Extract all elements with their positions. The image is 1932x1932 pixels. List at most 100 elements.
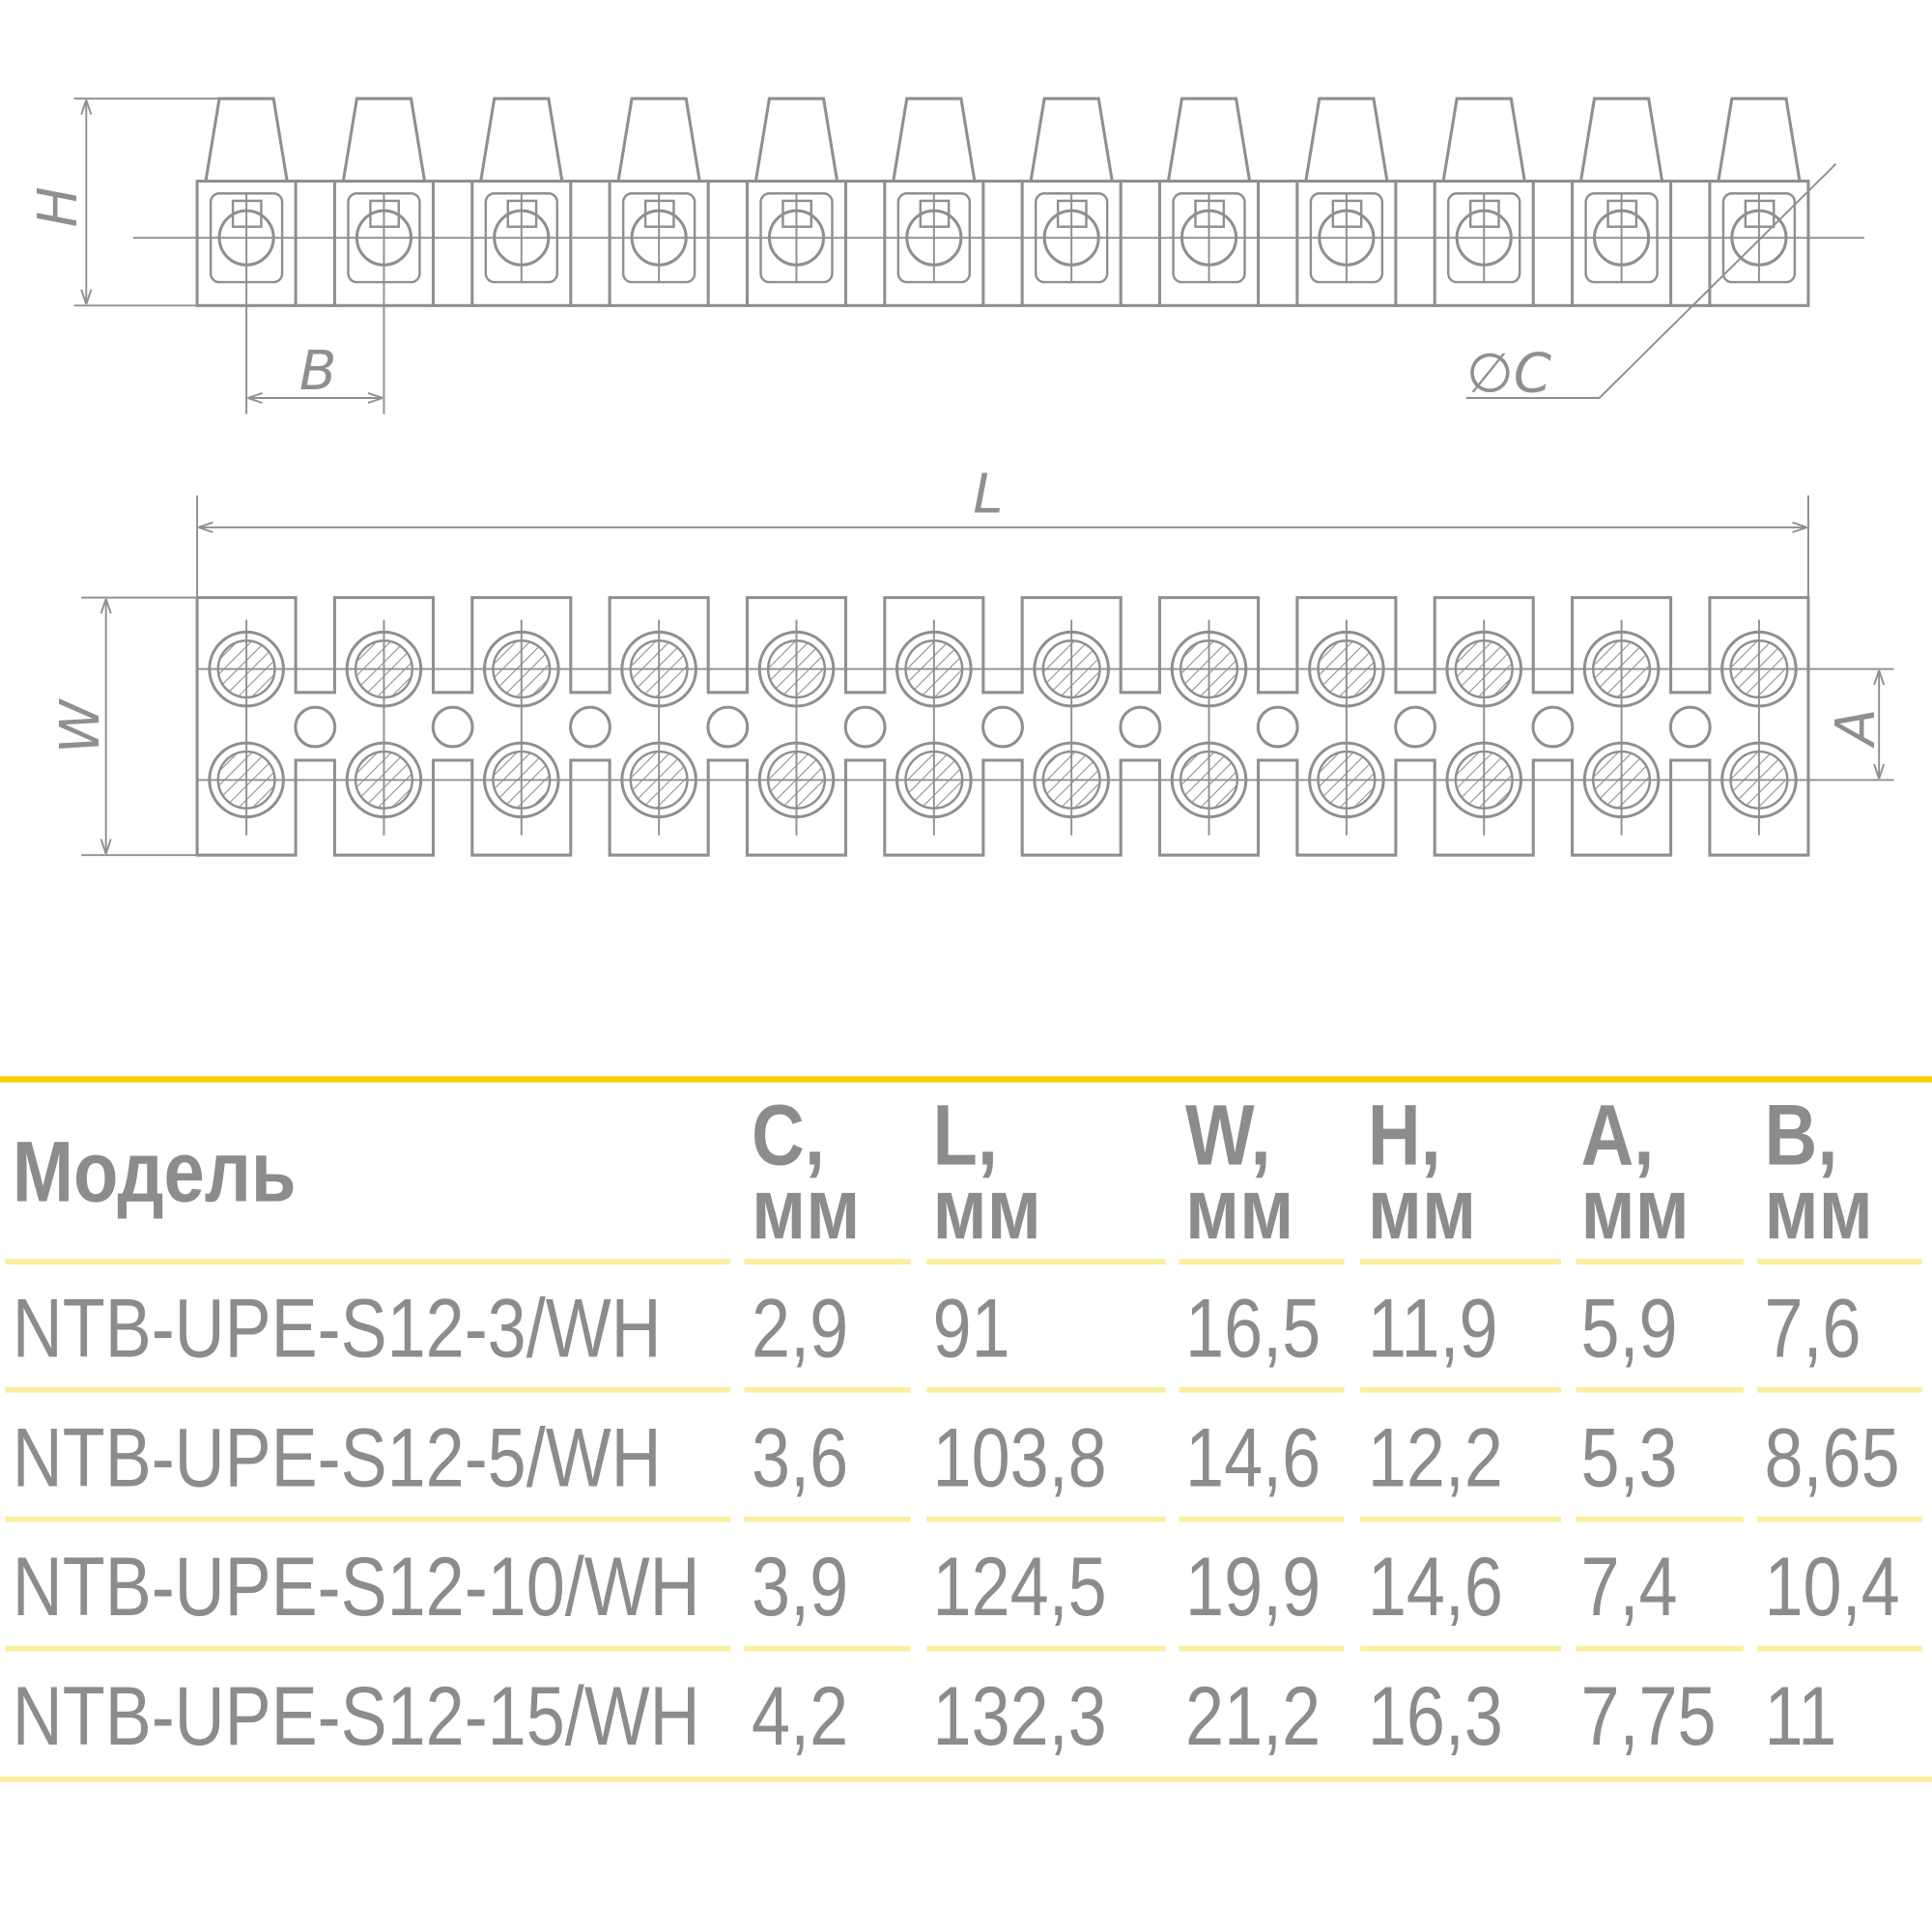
top-terminal [1582, 619, 1661, 836]
mounting-hole [569, 705, 611, 749]
column-header-unit: мм [1368, 1160, 1476, 1257]
value-cell-c: 3,6 [752, 1410, 848, 1504]
pitch-dimension: B [245, 282, 385, 414]
value-cell-a: 7,75 [1580, 1669, 1716, 1763]
height-label: H [27, 186, 90, 227]
column-header-unit: мм [1185, 1160, 1293, 1257]
screw-housing [1304, 97, 1389, 182]
side-view-terminals [204, 97, 1802, 306]
top-view-body-outline [195, 596, 1810, 857]
column-header-b: B, мм [1765, 1087, 1873, 1258]
screw-housing [1166, 97, 1252, 182]
screw-housing [204, 97, 289, 182]
model-cell: NTB-UPE-S12-5/WH [13, 1410, 662, 1504]
mounting-hole [981, 705, 1024, 749]
mounting-hole [706, 705, 750, 749]
top-terminal [1445, 619, 1523, 836]
screw-housing [892, 97, 977, 182]
mounting-hole [843, 705, 887, 749]
side-terminal [1433, 97, 1535, 306]
model-cell: NTB-UPE-S12-10/WH [13, 1540, 700, 1634]
side-view-body-outline [195, 179, 1810, 307]
table-row: NTB-UPE-S12-10/WH 3,9 124,5 19,9 14,6 7,… [13, 1540, 1900, 1634]
column-header-a: A, мм [1580, 1087, 1689, 1258]
top-terminal [1033, 619, 1110, 836]
column-header-unit: мм [1580, 1160, 1689, 1257]
value-cell-h: 11,9 [1368, 1281, 1498, 1375]
side-view-drawing: H B ∅C [27, 97, 1864, 414]
screw-housing [616, 97, 701, 182]
screw-housing [1441, 97, 1526, 182]
top-terminal [1308, 619, 1385, 836]
mounting-hole [294, 705, 337, 749]
column-header-name: W, [1185, 1087, 1271, 1183]
value-cell-b: 8,65 [1765, 1410, 1900, 1504]
side-terminal [1295, 97, 1398, 306]
width-dimension: W [49, 596, 198, 857]
side-terminal [1571, 97, 1673, 306]
screw-housing [1029, 97, 1114, 182]
top-terminal [1720, 619, 1798, 836]
value-cell-c: 2,9 [752, 1281, 848, 1375]
value-cell-h: 16,3 [1368, 1669, 1503, 1763]
column-header-h: H, мм [1368, 1087, 1476, 1258]
side-terminal [883, 97, 985, 306]
column-header-name: A, [1580, 1087, 1654, 1183]
pitch-label: B [299, 340, 337, 403]
value-cell-a: 7,4 [1580, 1540, 1677, 1634]
side-terminal [470, 97, 573, 306]
table-row: NTB-UPE-S12-15/WH 4,2 132,3 21,2 16,3 7,… [13, 1669, 1837, 1763]
side-terminal [745, 97, 848, 306]
value-cell-w: 16,5 [1185, 1281, 1321, 1375]
screw-spacing-label: A [1825, 708, 1888, 748]
column-header-unit: мм [752, 1160, 860, 1257]
value-cell-l: 91 [933, 1281, 1010, 1375]
mounting-hole [1394, 705, 1436, 749]
mounting-hole [1119, 705, 1162, 749]
model-cell: NTB-UPE-S12-15/WH [13, 1669, 700, 1763]
value-cell-w: 19,9 [1185, 1540, 1321, 1634]
screw-housing [479, 97, 564, 182]
value-cell-c: 3,9 [752, 1540, 848, 1634]
screw-housing [341, 97, 427, 182]
column-header-name: L, [933, 1087, 998, 1183]
top-terminal [1170, 619, 1248, 836]
value-cell-b: 7,6 [1765, 1281, 1861, 1375]
value-cell-l: 103,8 [933, 1410, 1107, 1504]
side-terminal [608, 97, 710, 306]
top-view-drawing: L W A [49, 464, 1894, 857]
value-cell-b: 11 [1765, 1669, 1837, 1763]
value-cell-h: 12,2 [1368, 1410, 1503, 1504]
value-cell-a: 5,3 [1580, 1410, 1677, 1504]
column-header-l: L, мм [933, 1087, 1041, 1258]
top-terminal [208, 619, 285, 836]
value-cell-l: 132,3 [933, 1669, 1107, 1763]
screw-spacing-dimension: A [1825, 669, 1888, 780]
screw-housing [1578, 97, 1664, 182]
width-label: W [49, 697, 112, 753]
top-view-terminals [208, 619, 1798, 836]
side-terminal [1157, 97, 1261, 306]
column-header-unit: мм [1765, 1160, 1873, 1257]
side-terminal [204, 97, 298, 306]
mounting-hole [1256, 705, 1299, 749]
top-terminal [483, 619, 560, 836]
column-header-name: H, [1368, 1087, 1441, 1183]
length-dimension: L [196, 464, 1809, 598]
length-label: L [973, 464, 1003, 526]
table-row-rules [5, 1259, 1922, 1652]
column-header-c: C, мм [752, 1087, 860, 1258]
model-column-header: Модель [13, 1123, 297, 1220]
mounting-hole [1531, 705, 1575, 749]
screw-housing [753, 97, 839, 182]
top-terminal [757, 619, 836, 836]
diameter-leader-line [1465, 162, 1837, 399]
value-cell-b: 10,4 [1765, 1540, 1900, 1634]
column-header-w: W, мм [1185, 1087, 1293, 1258]
column-header-unit: мм [933, 1160, 1041, 1257]
top-terminal [345, 619, 423, 836]
value-cell-h: 14,6 [1368, 1540, 1503, 1634]
diameter-label: ∅C [1466, 343, 1551, 406]
model-cell: NTB-UPE-S12-3/WH [13, 1281, 662, 1375]
diameter-callout: ∅C [1465, 162, 1837, 406]
